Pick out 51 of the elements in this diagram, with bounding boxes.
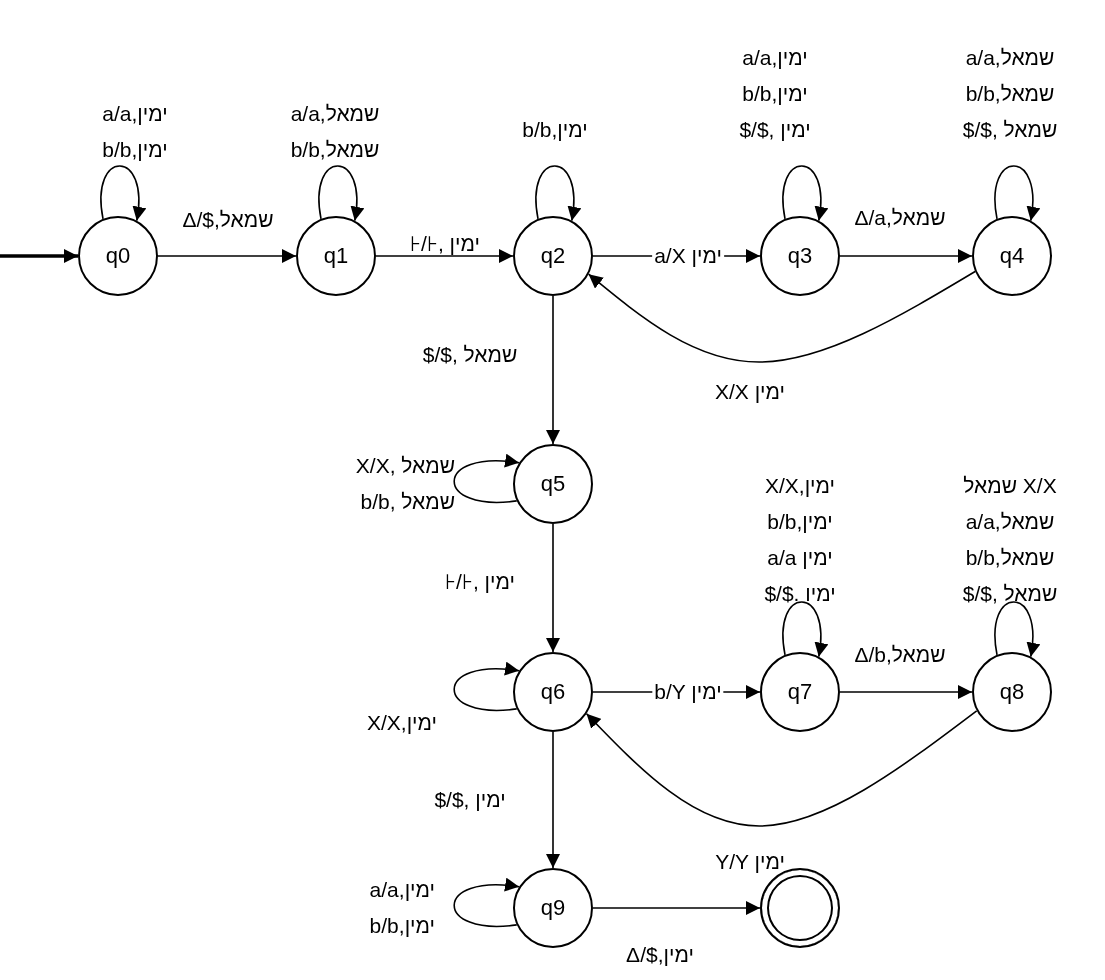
transition-arrow <box>587 270 976 363</box>
transition-label: a/a,שמאל b/b,שמאל <box>290 101 380 163</box>
transition-label: a/a,ימין b/b,ימין <box>102 101 168 163</box>
transition-label: Δ/a,שמאל <box>854 205 946 231</box>
transition-label: X/X,ימין b/b,ימין a/a ימין $/$. ימיו <box>764 473 836 607</box>
transition-label: שמאל X/X a/a,שמאל b/b,שמאל $/$, שמאל <box>962 473 1058 607</box>
state-label: q4 <box>999 243 1025 269</box>
transition-label: Δ/$,שמאל <box>182 207 274 233</box>
state-label: q2 <box>540 243 566 269</box>
transition-arrow <box>585 710 978 827</box>
state-label: q9 <box>540 895 566 921</box>
transition-label: Y/Y ימין <box>715 849 785 875</box>
self-loop-arrow <box>100 165 146 222</box>
transition-arrow <box>546 295 560 445</box>
transition-label: X/X, שמאל b/b, שמאל <box>355 453 455 515</box>
state-label: q6 <box>540 679 566 705</box>
transition-label: a/a,ימין b/b,ימין $/$, ימין <box>739 45 811 143</box>
transition-arrow <box>839 685 973 699</box>
self-loop-arrow <box>994 601 1040 658</box>
transition-label: ⊦/⊦, ימין <box>410 231 480 257</box>
self-loop-arrow <box>318 165 364 222</box>
state-label: q7 <box>787 679 813 705</box>
transition-arrow <box>546 731 560 869</box>
transition-label: X/X,ימין <box>366 710 437 736</box>
transition-label: Δ/$,ימין <box>626 942 694 968</box>
state-label: q8 <box>999 679 1025 705</box>
self-loop-arrow <box>782 165 828 222</box>
transition-arrow <box>839 249 973 263</box>
transition-arrow <box>157 249 297 263</box>
transition-label: b/b,ימין <box>522 117 588 143</box>
state-label: q1 <box>323 243 349 269</box>
transition-label: a/a,ימין b/b,ימין <box>369 877 435 939</box>
self-loop-arrow <box>782 601 828 658</box>
self-loop-arrow <box>453 878 520 928</box>
self-loop-arrow <box>453 454 520 504</box>
transition-arrow <box>592 901 761 915</box>
self-loop-arrow <box>453 662 520 712</box>
state-label: q3 <box>787 243 813 269</box>
transition-label: X/X ימין <box>714 379 786 405</box>
transition-label: $/$, ימין <box>434 787 506 813</box>
transition-label: ⊦/⊦, ימין <box>445 569 515 595</box>
start-arrow <box>0 249 78 263</box>
state-label: q5 <box>540 471 566 497</box>
state-label: q0 <box>105 243 131 269</box>
transition-label: $/$, שמאל <box>422 342 518 368</box>
transition-label: Δ/b,שמאל <box>854 642 946 668</box>
transition-label: a/a,שמאל b/b,שמאל $/$, שמאל <box>962 45 1058 143</box>
transition-arrow <box>375 249 514 263</box>
transition-arrow <box>546 523 560 653</box>
self-loop-arrow <box>994 165 1040 222</box>
self-loop-arrow <box>535 165 581 222</box>
